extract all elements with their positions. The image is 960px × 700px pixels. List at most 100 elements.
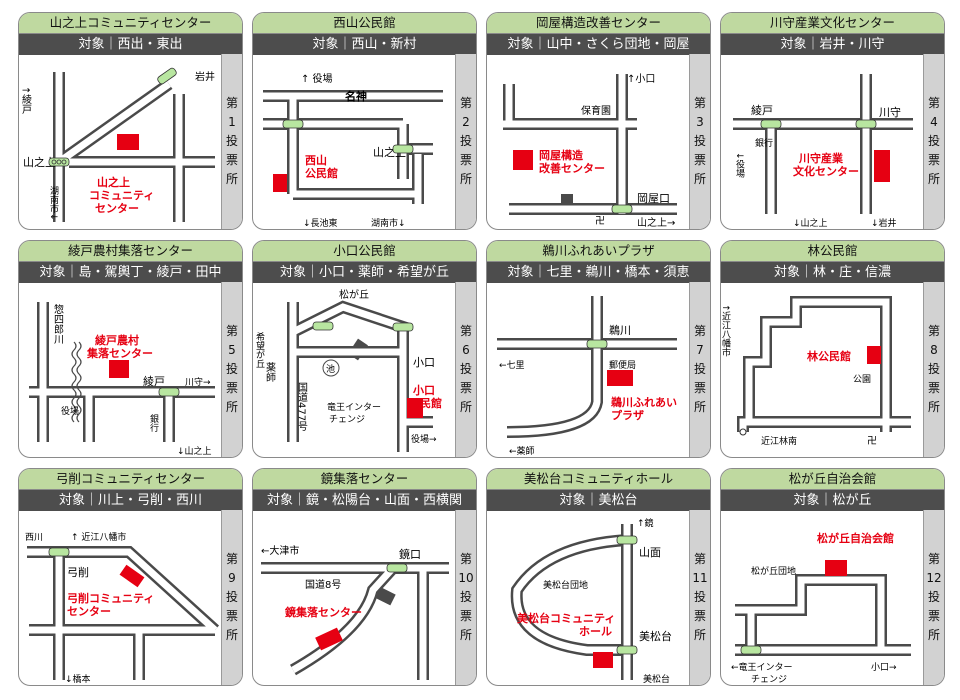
label-konan: 湖南市↓	[371, 217, 406, 229]
label-yakuba: ↓役場	[734, 152, 745, 178]
facility-name: 弓削コミュニティ センター	[67, 591, 158, 618]
pin-icon	[739, 428, 747, 436]
card-target: 対象｜小口・薬師・希望が丘	[253, 262, 476, 283]
label-mimatsudai: 美松台	[639, 629, 672, 643]
facility-name: 小口 公民館	[409, 383, 442, 410]
facility-marker	[315, 627, 343, 651]
label-river: 惣四郎川	[52, 303, 64, 344]
card-target: 対象｜林・庄・信濃	[721, 262, 944, 283]
label-kawamori: 川守	[879, 105, 901, 119]
area-map: ↑近江八幡市 公園 近江林南 卍 林公民館	[721, 296, 911, 447]
signal-icon	[760, 119, 877, 129]
facility-marker	[407, 398, 423, 418]
card-title: 松が丘自治会館	[721, 469, 944, 490]
label-danchi: 美松台団地	[543, 579, 588, 591]
signal-icon	[312, 321, 414, 332]
facility-name: 鵜川ふれあい プラザ	[610, 395, 681, 422]
label-ayado: 綾戸	[751, 104, 773, 117]
signal-icon	[157, 67, 177, 85]
signal-icon	[48, 157, 70, 167]
label-rinkan: 近江林南	[761, 435, 797, 447]
facility-marker	[593, 652, 613, 668]
card-title: 美松台コミュニティホール	[487, 469, 710, 490]
label-hoikuen: 保育園	[581, 104, 611, 117]
card-target: 対象｜西山・新村	[253, 34, 476, 55]
facility-marker	[874, 150, 890, 182]
label-kawamori: 川守→	[185, 376, 211, 388]
facility-name: 林公民館	[807, 349, 851, 363]
label-yuge: 弓削	[67, 565, 89, 579]
card-title: 山之上コミュニティセンター	[19, 13, 242, 34]
label-ike: 池	[326, 363, 335, 375]
card-target: 対象｜松が丘	[721, 490, 944, 511]
card-target: 対象｜西出・東出	[19, 34, 242, 55]
label-yakushi: ←薬師	[509, 445, 535, 457]
facility-marker	[607, 370, 633, 386]
facility-marker	[867, 346, 881, 364]
facility-marker	[513, 150, 533, 170]
label-yubinkyoku: 郵便局	[609, 359, 636, 371]
label-ukawa: 鵜川	[609, 323, 631, 337]
card-target: 対象｜鏡・松陽台・山面・西横関	[253, 490, 476, 511]
polling-card-4: 川守産業文化センター 対象｜岩井・川守 綾戸 川守 銀行 ↓役場 ↓山之上 ↓岩…	[720, 12, 945, 230]
polling-card-11: 美松台コミュニティホール 対象｜美松台 ↑鏡 山面 美松台団地 美松台 美松台 …	[486, 468, 711, 686]
label-ic2: チェンジ	[329, 414, 365, 425]
label-omihachiman: ↑近江八幡市	[721, 304, 731, 357]
card-target: 対象｜山中・さくら団地・岡屋	[487, 34, 710, 55]
card-title: 林公民館	[721, 241, 944, 262]
polling-card-6: 小口公民館 対象｜小口・薬師・希望が丘 希望が丘 松が丘 薬師 小口 池 国道4…	[252, 240, 477, 458]
area-map: 西川 ↑ 近江八幡市 弓削 ↓橋本 弓削コミュニティ センター	[25, 531, 220, 685]
label-kagami: ↑鏡	[637, 517, 654, 529]
polling-card-3: 岡屋構造改善センター 対象｜山中・さくら団地・岡屋 ↑小口 保育園 岡屋口 山之…	[486, 12, 711, 230]
label-route: 国道8号	[305, 578, 341, 591]
river	[71, 341, 82, 423]
area-map: 綾戸 川守 銀行 ↓役場 ↓山之上 ↓岩井 川守産業 文化センター	[733, 74, 913, 229]
label-ayado: 綾戸	[143, 375, 165, 388]
card-title: 鏡集落センター	[253, 469, 476, 490]
label-otsu: ←大津市	[261, 544, 299, 557]
label-iwai: 岩井	[195, 70, 215, 83]
facility-name: 西山 公民館	[305, 153, 338, 180]
facility-name: 松が丘自治会館	[817, 531, 894, 545]
area-map: ←大津市 国道8号 鏡口 鏡集落センター	[261, 544, 449, 680]
card-title: 小口公民館	[253, 241, 476, 262]
card-target: 対象｜七里・鵜川・橋本・須恵	[487, 262, 710, 283]
label-nagaike: ↓長池東	[303, 217, 338, 229]
label-konan: 湖南市↓	[48, 186, 59, 221]
label-koen: 公園	[853, 374, 871, 385]
polling-card-7: 鵜川ふれあいプラザ 対象｜七里・鵜川・橋本・須恵 鵜川 ←七里 郵便局 ←薬師 …	[486, 240, 711, 458]
polling-card-5: 綾戸農村集落センター 対象｜島・駕輿丁・綾戸・田中 惣四郎川 綾戸 川守→ 役場…	[18, 240, 243, 458]
card-target: 対象｜岩井・川守	[721, 34, 944, 55]
label-ayado: ↑綾戸	[20, 86, 32, 115]
label-mimatsudai2: 美松台	[643, 673, 670, 685]
signal-icon	[740, 645, 762, 655]
label-omihachiman: ↑ 近江八幡市	[71, 531, 126, 543]
facility-marker	[109, 360, 129, 378]
label-route: 国道477号	[296, 382, 308, 432]
pond	[322, 359, 340, 377]
label-ic: ←竜王インター	[731, 661, 793, 673]
label-hashimoto: ↓橋本	[65, 673, 91, 685]
facility-marker	[117, 134, 139, 150]
polling-card-12: 松が丘自治会館 対象｜松が丘 松が丘団地 ←竜王インター チェンジ 小口→ 松が…	[720, 468, 945, 686]
card-target: 対象｜島・駕輿丁・綾戸・田中	[19, 262, 242, 283]
label-yakuba: 役場→	[411, 433, 437, 445]
temple-icon: 卍	[595, 215, 605, 227]
label-meishin: 名神	[345, 89, 367, 103]
facility-name: 川守産業 文化センター	[793, 151, 859, 178]
facility-marker	[273, 174, 287, 192]
facility-marker	[825, 560, 847, 576]
facility-name: 綾戸農村 集落センター	[86, 333, 153, 360]
temple-icon: 卍	[867, 435, 877, 447]
